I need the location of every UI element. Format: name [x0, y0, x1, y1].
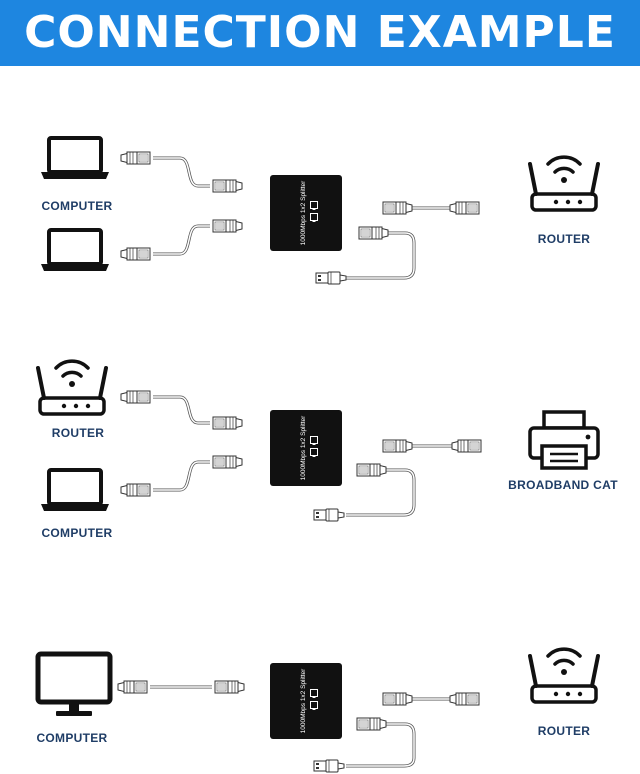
ethernet-cable: [383, 692, 480, 706]
scenario-1: COMPUTER 1000Mbps 1x2 Splitter: [39, 136, 600, 285]
ethernet-cable: [120, 390, 242, 429]
splitter-device: 1000Mbps 1x2 Splitter: [270, 410, 342, 486]
left-device-label: COMPUTER: [41, 526, 112, 540]
ethernet-cable: [120, 220, 242, 261]
left-device-label: COMPUTER: [36, 731, 107, 745]
ethernet-cable: [383, 201, 480, 215]
scenario-3: COMPUTER 1000Mbps 1x2 Splitter ROUTE: [36, 647, 600, 773]
header-banner: CONNECTION EXAMPLE: [0, 0, 640, 66]
splitter-device: 1000Mbps 1x2 Splitter: [270, 175, 342, 251]
ethernet-cable: [117, 680, 244, 694]
ethernet-cable: [120, 456, 242, 497]
right-device-label: ROUTER: [538, 724, 590, 738]
right-device-label: ROUTER: [538, 232, 590, 246]
laptop-icon: [39, 228, 111, 273]
scenario-2: ROUTER COMPUTER 1000Mbps 1x2 Splitter: [36, 359, 618, 540]
page-title: CONNECTION EXAMPLE: [24, 7, 616, 58]
splitter-label: 1000Mbps 1x2 Splitter: [300, 180, 307, 246]
connection-diagram: COMPUTER 1000Mbps 1x2 Splitter: [0, 136, 618, 773]
usb-cable: [313, 464, 416, 522]
splitter-label: 1000Mbps 1x2 Splitter: [300, 415, 307, 481]
laptop-icon: [39, 468, 111, 513]
router-icon: [36, 359, 108, 416]
printer-icon: [528, 410, 600, 470]
splitter-label: 1000Mbps 1x2 Splitter: [300, 668, 307, 734]
usb-cable: [315, 227, 416, 285]
left-device-label: ROUTER: [52, 426, 104, 440]
usb-cable: [313, 718, 416, 773]
router-icon: [528, 647, 600, 704]
monitor-icon: [38, 654, 110, 716]
router-icon: [528, 155, 600, 212]
ethernet-cable: [383, 439, 482, 453]
right-device-label: BROADBAND CAT: [508, 478, 618, 492]
splitter-device: 1000Mbps 1x2 Splitter: [270, 663, 342, 739]
left-device-label: COMPUTER: [41, 199, 112, 213]
laptop-icon: [39, 136, 111, 181]
ethernet-cable: [120, 151, 242, 192]
